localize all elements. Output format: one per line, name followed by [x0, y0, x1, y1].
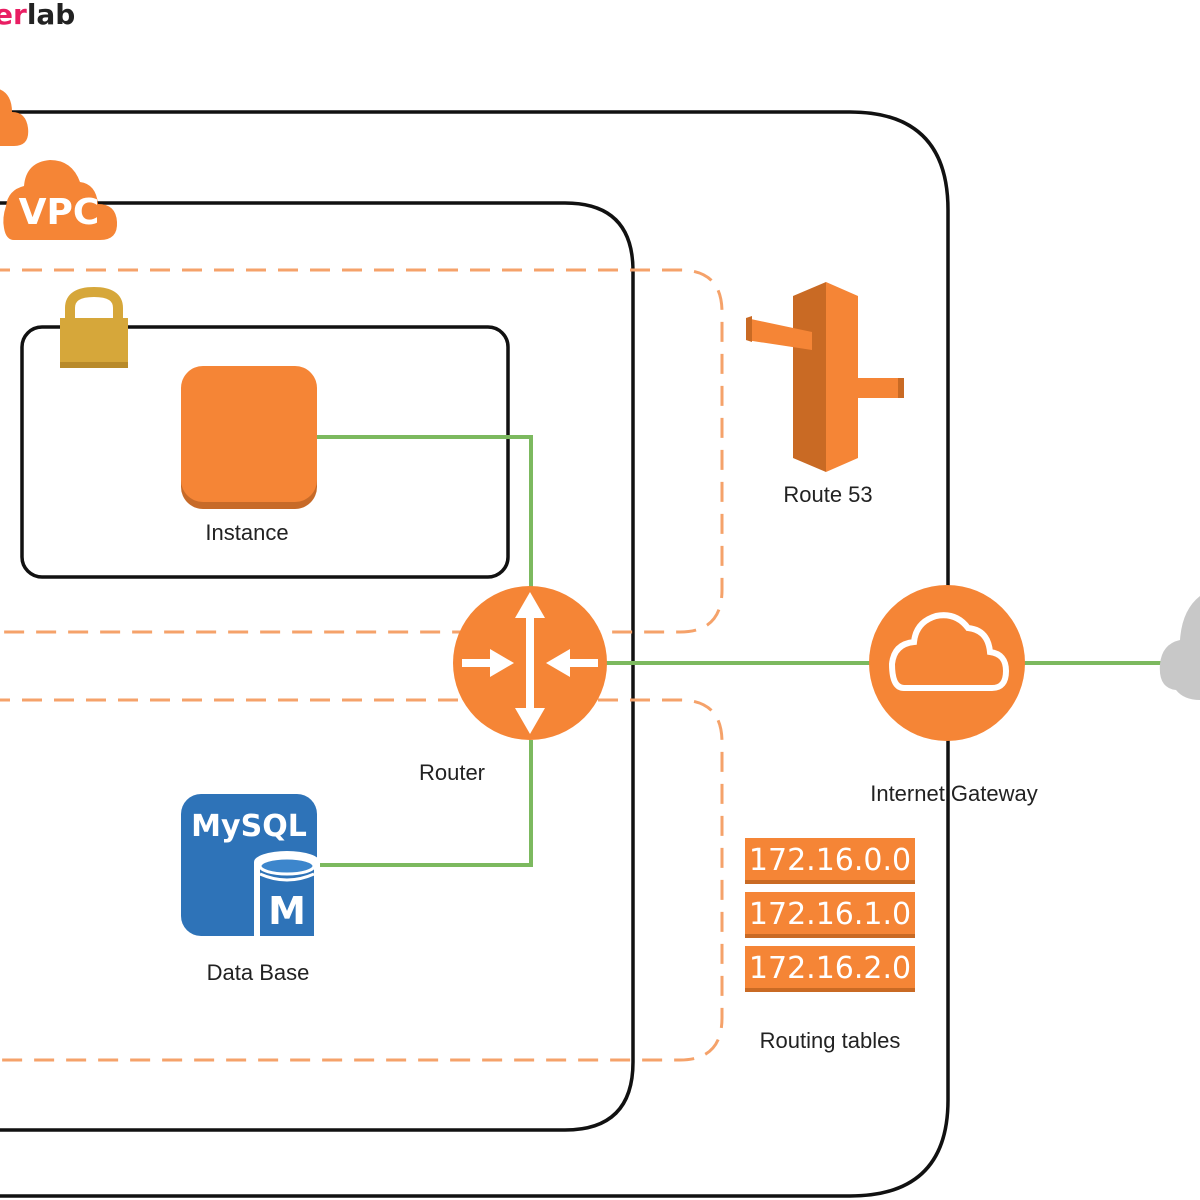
router-icon: [453, 586, 607, 740]
svg-text:172.16.0.0: 172.16.0.0: [749, 843, 911, 878]
cloud-icon: [0, 89, 29, 146]
mysql-database-icon: MySQL M: [181, 794, 320, 940]
instance-label: Instance: [205, 520, 288, 545]
routing-table-entry: 172.16.2.0: [745, 946, 915, 992]
logo: erlab: [0, 0, 75, 31]
route53-label: Route 53: [783, 482, 872, 507]
vpc-cloud-icon: VPC: [3, 160, 118, 240]
routing-tables-label: Routing tables: [760, 1028, 901, 1053]
security-group-box: [20, 325, 510, 579]
router-label: Router: [419, 760, 485, 785]
connectors: [316, 435, 1170, 867]
routing-table-entry: 172.16.1.0: [745, 892, 915, 938]
lock-icon: [60, 286, 128, 368]
routing-table-entry: 172.16.0.0: [745, 838, 915, 884]
db-cylinder-icon: [254, 851, 320, 940]
database-router-link: [316, 740, 533, 867]
mysql-title: MySQL: [191, 809, 307, 844]
svg-text:172.16.2.0: 172.16.2.0: [749, 951, 911, 986]
instance-icon: [181, 366, 317, 509]
internet-gateway-icon: [869, 585, 1025, 741]
svg-text:172.16.1.0: 172.16.1.0: [749, 897, 911, 932]
route53-icon: [746, 282, 904, 472]
vpc-container: [0, 201, 635, 1132]
database-label: Data Base: [207, 960, 310, 985]
instance-router-link: [316, 435, 533, 590]
vpc-badge-label: VPC: [19, 192, 100, 233]
internet-cloud-icon: [1159, 596, 1200, 700]
internet-gateway-label: Internet Gateway: [870, 781, 1038, 806]
routing-table-list: 172.16.0.0 172.16.1.0 172.16.2.0: [745, 838, 915, 992]
mysql-letter: M: [268, 889, 306, 933]
public-subnet: [0, 268, 724, 634]
private-subnet: [0, 698, 724, 1062]
